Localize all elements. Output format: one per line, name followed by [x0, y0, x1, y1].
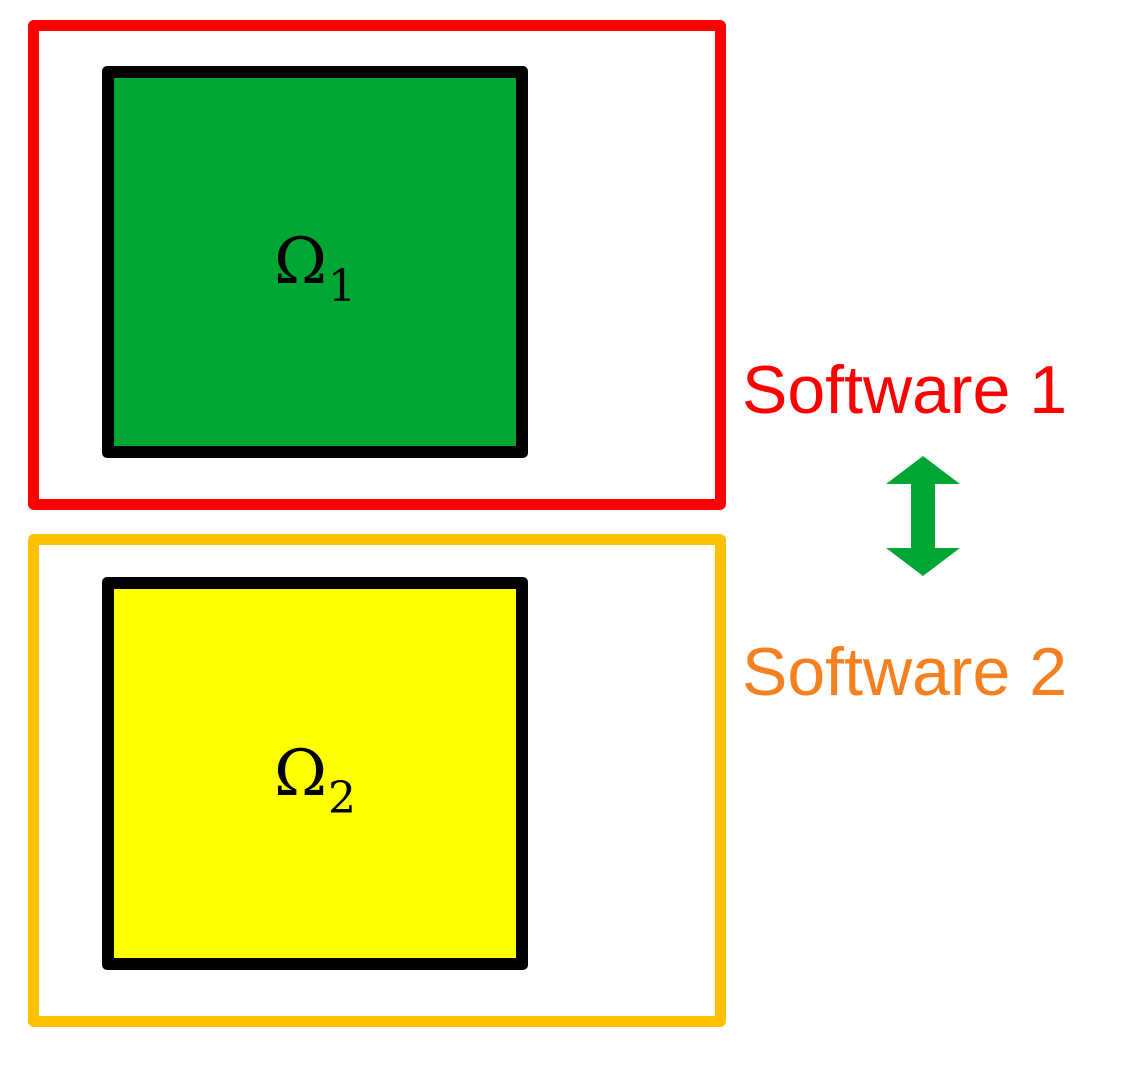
- omega-2-subscript: 2: [328, 772, 357, 824]
- omega-1-symbol: Ω: [273, 225, 328, 299]
- omega-1-subscript: 1: [328, 261, 357, 312]
- domain-omega-2: Ω2: [102, 577, 528, 970]
- domain-2-label: Ω2: [274, 742, 356, 821]
- domain-1-label: Ω1: [274, 230, 356, 309]
- software-1-label: Software 1: [742, 352, 1068, 428]
- domain-omega-1: Ω1: [102, 66, 528, 458]
- software-1-frame: [28, 20, 726, 510]
- omega-2-symbol: Ω: [273, 736, 328, 811]
- software-2-label: Software 2: [742, 634, 1068, 710]
- software-2-frame: [28, 534, 726, 1027]
- double-headed-vertical-arrow-icon: [886, 456, 960, 576]
- coupling-arrow-shape: [886, 456, 960, 576]
